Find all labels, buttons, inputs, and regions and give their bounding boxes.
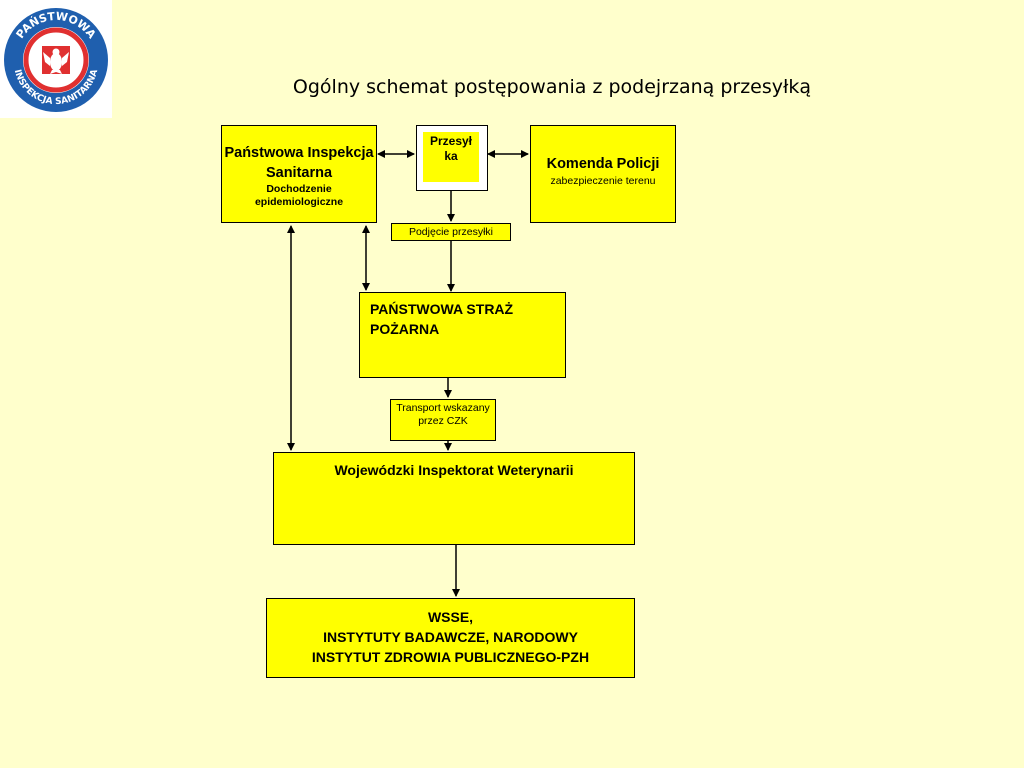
eagle-icon xyxy=(43,48,69,74)
node-package: Przesył ka xyxy=(423,132,479,182)
node-wiw: Wojewódzki Inspektorat Weterynarii xyxy=(273,452,635,545)
logo: PAŃSTWOWA INSPEKCJA SANITARNA xyxy=(0,0,112,118)
node-package-line2: ka xyxy=(444,149,458,163)
node-psp: PAŃSTWOWA STRAŻ POŻARNA xyxy=(359,292,566,378)
node-policja-subtitle: zabezpieczenie terenu xyxy=(550,175,656,187)
node-wsse-line2: INSTYTUTY BADAWCZE, NARODOWY xyxy=(323,629,578,645)
node-wsse: WSSE, INSTYTUTY BADAWCZE, NARODOWY INSTY… xyxy=(266,598,635,678)
node-transport: Transport wskazany przez CZK xyxy=(390,399,496,441)
node-wsse-line3: INSTYTUT ZDROWIA PUBLICZNEGO-PZH xyxy=(311,649,590,665)
node-policja-title: Komenda Policji xyxy=(546,156,660,172)
page-title: Ogólny schemat postępowania z podejrzaną… xyxy=(292,76,812,98)
node-pis-subtitle: Dochodzenie epidemiologiczne xyxy=(254,183,344,208)
node-pis: Państwowa Inspekcja Sanitarna Dochodzeni… xyxy=(221,125,377,223)
node-pis-title: Państwowa Inspekcja Sanitarna xyxy=(224,145,374,181)
node-wsse-line1: WSSE, xyxy=(427,609,474,625)
node-package-line1: Przesył xyxy=(429,134,473,148)
node-pickup: Podjęcie przesyłki xyxy=(391,223,511,241)
node-policja: Komenda Policji zabezpieczenie terenu xyxy=(530,125,676,223)
logo-emblem: PAŃSTWOWA INSPEKCJA SANITARNA xyxy=(4,8,108,112)
